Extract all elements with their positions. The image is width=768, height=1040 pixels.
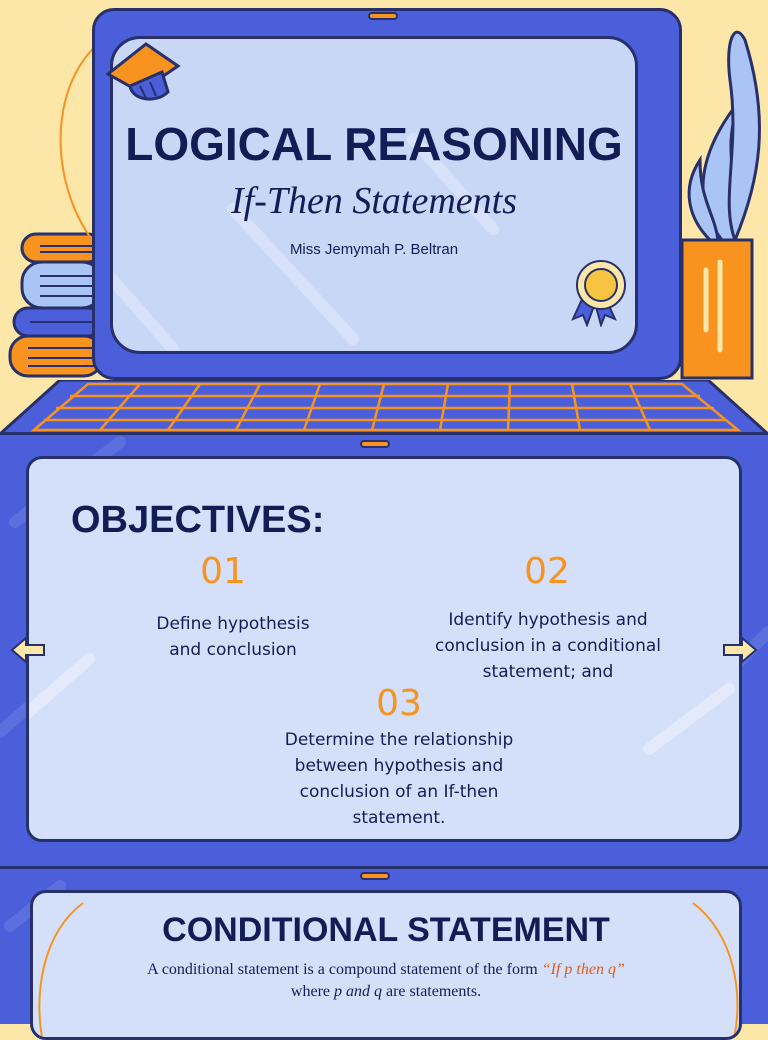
graduation-cap-icon — [106, 42, 181, 101]
books-icon — [8, 232, 104, 378]
camera-dot — [368, 12, 398, 20]
definition-text: are statements. — [382, 983, 482, 1000]
award-ribbon-icon — [571, 260, 626, 327]
objective-item: Define hypothesis and conclusion — [133, 611, 333, 663]
conditional-card: CONDITIONAL STATEMENT A conditional stat… — [30, 890, 742, 1040]
right-arrow-icon[interactable] — [722, 636, 758, 664]
objective-line: statement; and — [482, 662, 614, 682]
definition-text: where — [290, 983, 334, 1000]
laptop-keyboard — [0, 380, 768, 434]
objective-line: statement. — [352, 808, 446, 828]
title-slide: LOGICAL REASONING If-Then Statements Mis… — [110, 36, 638, 354]
objective-number: 01 — [200, 551, 246, 592]
definition-variables: p and q — [334, 983, 382, 1000]
card-stripes — [29, 653, 735, 755]
objective-line: Determine the relationship — [284, 730, 514, 750]
objective-line: and conclusion — [169, 640, 297, 660]
objective-item: Identify hypothesis and conclusion in a … — [413, 607, 683, 685]
plant-icon — [680, 30, 761, 380]
conditional-definition: A conditional statement is a compound st… — [33, 959, 739, 1003]
conditional-heading: CONDITIONAL STATEMENT — [162, 911, 610, 949]
objectives-heading: OBJECTIVES: — [71, 499, 325, 541]
left-arrow-icon[interactable] — [10, 636, 46, 664]
objective-number: 03 — [376, 683, 422, 724]
objective-line: between hypothesis and — [294, 756, 504, 776]
author-name: Miss Jemymah P. Beltran — [289, 241, 459, 258]
screen-stripes — [113, 133, 499, 351]
objective-line: conclusion in a conditional — [435, 636, 661, 656]
objective-item: Determine the relationship between hypot… — [259, 727, 539, 831]
definition-text: A conditional statement is a compound st… — [147, 961, 542, 978]
objective-line: Define hypothesis — [156, 614, 310, 634]
page-subtitle: If-Then Statements — [230, 180, 517, 222]
objective-line: Identify hypothesis and — [448, 610, 648, 630]
objective-number: 02 — [524, 551, 570, 592]
objectives-card: OBJECTIVES: 01 Define hypothesis and con… — [26, 456, 742, 842]
page-title: LOGICAL REASONING — [125, 118, 623, 170]
definition-form: “If p then q” — [541, 961, 625, 978]
objective-line: conclusion of an If-then — [299, 782, 499, 802]
camera-dot — [360, 440, 390, 448]
camera-dot — [360, 872, 390, 880]
